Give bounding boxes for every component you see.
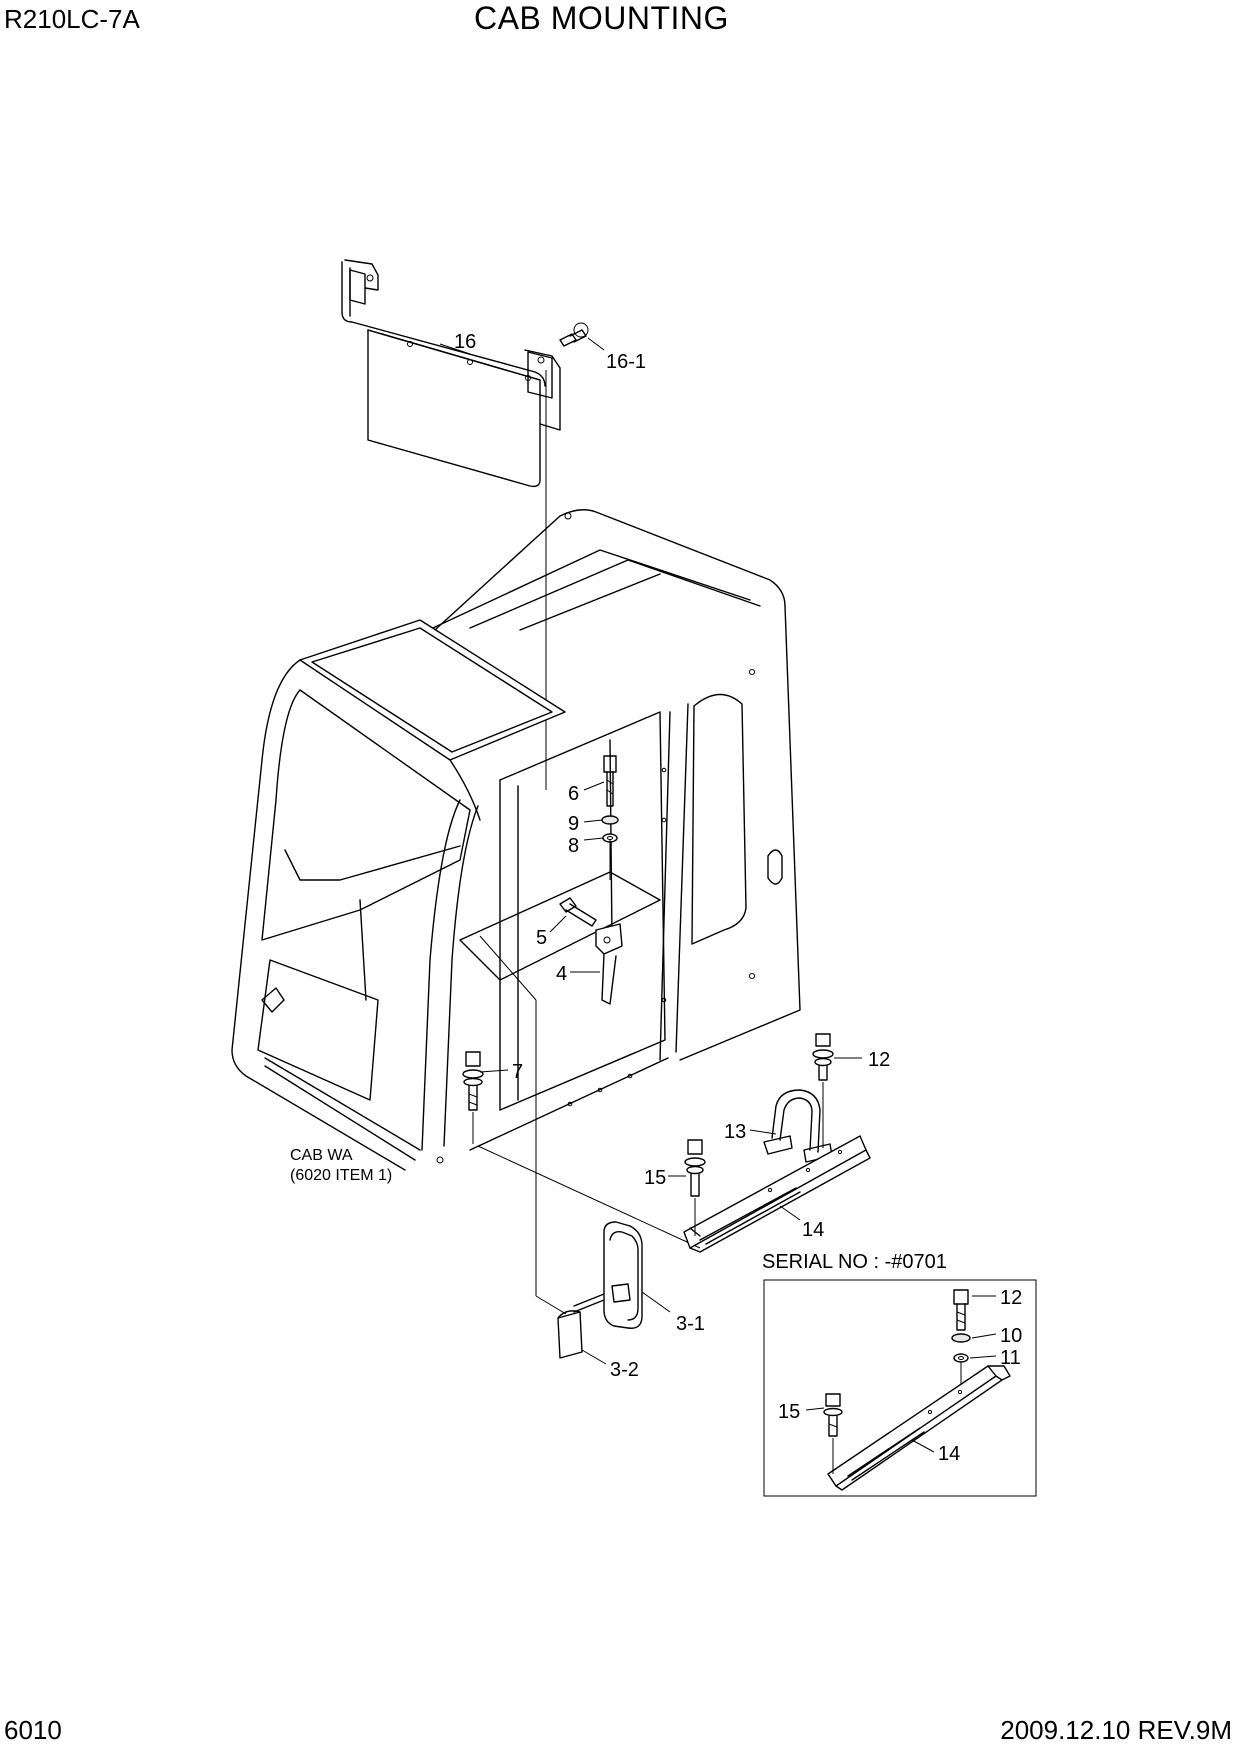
inset-callout-14: 14 [938,1443,960,1465]
callout-12: 12 [868,1049,890,1071]
model-number: R210LC-7A [4,4,140,34]
lead-16-1 [587,337,605,351]
callout-8: 8 [568,835,579,857]
inset-washer-10 [951,1333,971,1343]
cab-body [231,509,801,1171]
inset-lead-14 [911,1439,935,1453]
lead-5 [549,915,567,933]
bolt-7 [462,1051,484,1111]
bolt-15 [684,1139,706,1197]
mirror-bracket-3-2 [557,1310,583,1359]
callout-5: 5 [536,927,547,949]
callout-3-2: 3-2 [610,1359,639,1381]
inset-step-14 [827,1365,1011,1491]
callout-14: 14 [802,1219,824,1241]
inset-bolt-15 [823,1393,843,1437]
inset-washer-11 [953,1353,969,1363]
inset-callout-11: 11 [1000,1347,1021,1369]
bolt-5 [559,897,597,927]
washer-9 [601,815,619,825]
lead-16 [439,343,471,355]
inset-lead-10 [971,1333,997,1339]
date-revision: 2009.12.10 REV.9M [1000,1715,1232,1745]
page-number: 6010 [4,1715,62,1745]
leader-mirror-h [535,1295,567,1315]
lead-3-2 [581,1349,607,1365]
inset-callout-10: 10 [1000,1325,1022,1347]
inset-callout-15: 15 [778,1401,800,1423]
lead-13 [749,1129,777,1135]
callout-4: 4 [556,963,567,985]
callout-16: 16 [454,331,476,353]
leader-mirror [479,935,537,1001]
lead-14 [779,1205,801,1221]
callout-6: 6 [568,783,579,805]
inset-callout-12: 12 [1000,1287,1022,1309]
cab-note-line1: CAB WA [290,1147,353,1164]
sun-visor [341,259,589,488]
callout-16-1: 16-1 [606,351,646,373]
bolt-12 [812,1033,834,1081]
lead-6 [583,781,605,791]
bolt-6 [603,755,617,807]
inset-serial-label: SERIAL NO : -#0701 [762,1251,947,1273]
page-title: CAB MOUNTING [474,0,729,36]
inset-frame [763,1279,1037,1497]
lead-8 [583,837,604,841]
callout-3-1: 3-1 [676,1313,705,1335]
leader-step [477,1145,701,1249]
lead-7 [479,1069,509,1073]
callout-13: 13 [724,1121,746,1143]
inset-bolt-12 [953,1289,969,1331]
callout-15: 15 [644,1167,666,1189]
inset-lead-11 [969,1355,997,1359]
callout-7: 7 [512,1061,523,1083]
lead-3-1 [641,1291,671,1313]
step-14 [683,1135,871,1253]
lead-9 [583,819,603,823]
cab-note-line2: (6020 ITEM 1) [290,1167,392,1184]
handrail-13 [763,1089,833,1163]
callout-9: 9 [568,813,579,835]
mirror-3-1 [573,1221,643,1329]
bracket-4 [595,923,623,1005]
inset-lead-15 [805,1407,825,1411]
